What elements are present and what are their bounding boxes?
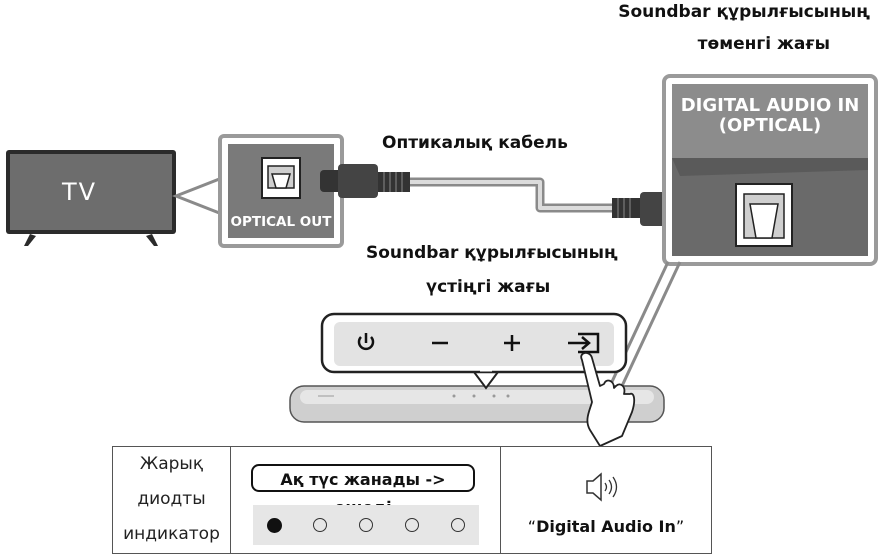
soundbar-bottom-view [662,74,878,266]
soundbar-top-panel [320,312,628,390]
tv-illustration [6,150,224,246]
led-state-cell: Ақ түс жанады -> өшеді [231,447,501,553]
source-icon [568,332,600,354]
led-2 [313,518,327,532]
optical-out-label: OPTICAL OUT [230,214,332,230]
led-3 [359,518,373,532]
finger-press-illustration [580,352,636,447]
top-view-title-line2: үстіңгі жағы [426,277,551,297]
optical-cable [410,177,612,213]
voice-guide-cell: “Digital Audio In” [501,447,711,553]
led-indicator-header: Жарық диодты индикатор [113,447,231,553]
led-4 [405,518,419,532]
port-label-line1: DIGITAL AUDIO IN [680,95,860,116]
tv-label: TV [62,178,98,206]
voice-guide-text: “Digital Audio In” [501,517,711,536]
speaker-voice-icon [586,472,618,502]
header-line1: Жарық [139,454,204,474]
digital-audio-in-port-label: DIGITAL AUDIO IN (OPTICAL) [672,96,868,136]
soundbar-illustration [289,385,665,423]
cable-plug-left [320,164,410,198]
optical-out-panel [218,134,344,248]
voice-guide-message: Digital Audio In [536,517,676,536]
cable-label: Оптикалық кабель [382,133,568,153]
led-1 [267,518,282,533]
bottom-view-title-line1: Soundbar құрылғысының [618,2,870,22]
led-state-label: Ақ түс жанады -> өшеді [251,464,475,517]
power-icon [357,333,375,351]
bottom-view-title-line2: төменгі жағы [697,34,830,54]
port-label-line2: (OPTICAL) [718,115,822,136]
header-line3: индикатор [123,524,220,544]
voice-quote-open: “ [527,517,537,536]
plus-icon [504,335,520,351]
led-5 [451,518,465,532]
header-line2: диодты [137,489,206,509]
top-view-title-line1: Soundbar құрылғысының [366,243,618,263]
led-indicator-table: Жарық диодты индикатор Ақ түс жанады -> … [112,446,712,554]
led-row [253,505,479,545]
voice-quote-close: ” [675,517,685,536]
